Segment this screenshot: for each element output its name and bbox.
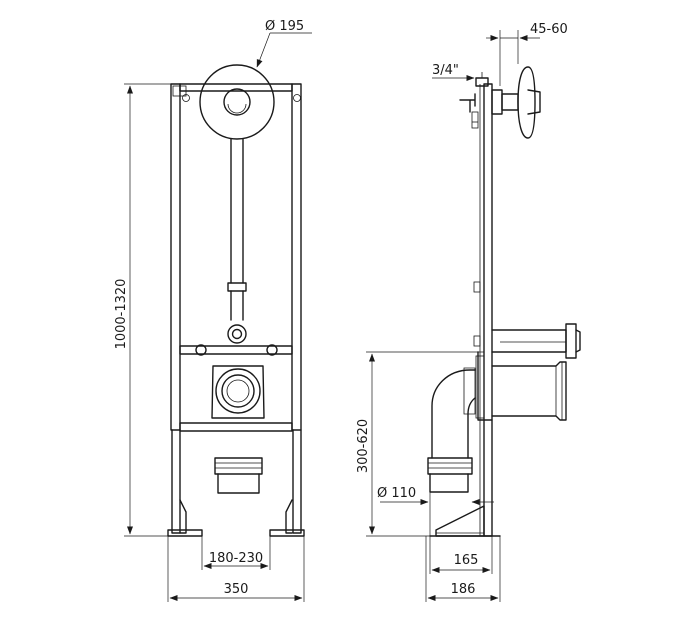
- outlet-elbow: [211, 365, 265, 419]
- inlet-valve: [459, 93, 479, 129]
- side-view: [427, 66, 581, 537]
- dim-plate-projection: 45-60: [486, 22, 568, 86]
- bracket: [473, 335, 481, 347]
- dim-total-depth: 186: [425, 536, 501, 602]
- dim-depth-pipe: 165: [429, 492, 493, 574]
- dim-water-inlet: 3/4": [432, 63, 475, 81]
- top-crossbar: [179, 83, 293, 92]
- bracket: [473, 281, 481, 293]
- mounting-bolt-icon: [293, 94, 301, 102]
- dim-frame-width: 350: [167, 536, 305, 602]
- side-post: [475, 72, 493, 537]
- front-view: [167, 64, 305, 537]
- frame-left-post: [167, 83, 203, 537]
- support-rod: [491, 323, 581, 359]
- dim-label-total-depth: 186: [451, 582, 476, 597]
- dim-pipe-diameter: Ø 110: [377, 486, 494, 505]
- dim-label-depth-pipe: 165: [454, 553, 479, 568]
- mounting-bolt-icon: [182, 94, 190, 102]
- dim-flush-plate: Ø 195: [256, 19, 312, 68]
- dim-outlet-height: 300-620: [356, 351, 484, 537]
- side-foot: [429, 505, 501, 537]
- dim-label-plate-projection: 45-60: [530, 22, 568, 37]
- dim-label-pipe-diameter: Ø 110: [377, 486, 416, 501]
- mid-crossbar: [179, 344, 293, 356]
- dim-frame-height: 1000-1320: [114, 83, 180, 537]
- dim-label-outlet-height: 300-620: [356, 419, 371, 473]
- dim-label-frame-height: 1000-1320: [114, 279, 129, 350]
- dim-label-outlet-spacing: 180-230: [209, 551, 263, 566]
- lower-crossbar: [179, 422, 293, 432]
- dim-label-plate-diameter: Ø 195: [265, 19, 304, 34]
- dim-label-water-inlet: 3/4": [432, 63, 459, 78]
- flush-plate: [199, 64, 275, 140]
- elbow-pipe: [427, 367, 476, 493]
- drain-connector: [214, 457, 263, 494]
- pipe-holder: [475, 351, 493, 421]
- lower-fitting: [491, 361, 567, 421]
- flush-plate-side: [491, 66, 541, 139]
- flush-pipe: [227, 138, 247, 344]
- dim-outlet-spacing: 180-230: [201, 536, 271, 570]
- dim-label-frame-width: 350: [224, 582, 249, 597]
- frame-right-post: [269, 83, 305, 537]
